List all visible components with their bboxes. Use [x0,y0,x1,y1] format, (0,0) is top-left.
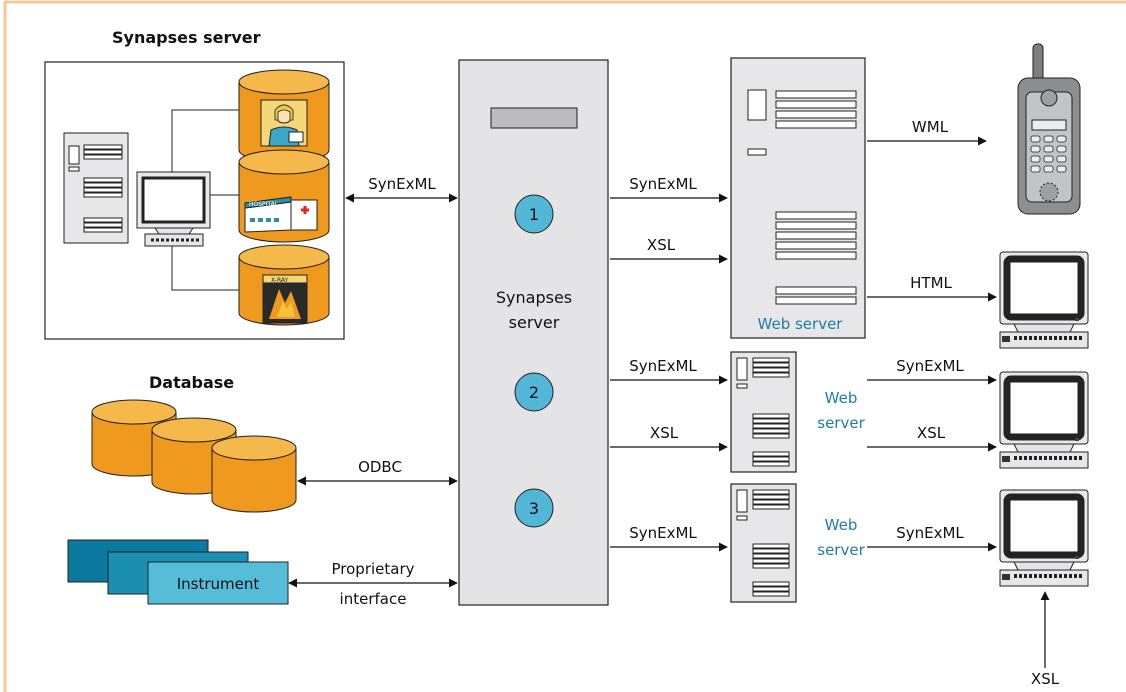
c2-xsl-label: XSL [650,424,679,442]
step-1-label: 1 [529,205,539,224]
html-label: HTML [910,274,952,292]
odbc-label: ODBC [358,458,402,476]
wml-label: WML [912,118,949,136]
group-connector-bottom [171,246,239,291]
web-server-3-label-line1: Web [825,516,858,534]
out3-xsl-label: XSL [1031,670,1060,688]
instrument-card-front [147,561,289,605]
web-server-1 [730,57,866,339]
c3-synexml-label: SynExML [629,524,697,542]
central-server-drive-slot [490,107,578,129]
web-server-2 [730,351,797,473]
xray-database-icon: X-RAY [238,244,330,326]
central-server-label-line1: Synapses [496,288,572,307]
database-cylinder-3 [211,435,297,513]
c1-xsl-label: XSL [647,236,676,254]
instrument-label: Instrument [177,575,260,593]
central-server-label-line2: server [509,313,560,332]
step-1-badge [514,194,554,234]
step-3-badge [514,488,554,528]
out2-synexml-label: SynExML [896,357,964,375]
staff-database-icon [238,69,330,163]
client-monitor-2 [1000,372,1088,468]
step-2-badge [514,372,554,412]
hospital-sign: HOSPITAL [249,201,279,208]
database-group-title: Database [149,373,234,392]
xray-sign: X-RAY [271,277,289,284]
client-monitor-3 [1000,490,1088,586]
group-connector-top [171,109,239,172]
hospital-database-icon: HOSPITAL [238,149,330,243]
group-pc-icon [136,171,211,247]
web-server-2-label-line1: Web [825,389,858,407]
client-monitor-1 [1000,252,1088,348]
mobile-phone-icon [1017,43,1081,215]
out3-synexml-label: SynExML [896,524,964,542]
c1-synexml-label: SynExML [629,175,697,193]
step-3-label: 3 [529,499,539,518]
group-tower-icon [63,132,129,244]
proprietary-label-line2: interface [340,590,407,608]
proprietary-label-line1: Proprietary [332,560,415,578]
web-server-3-label-line2: server [817,541,865,559]
synapses-server-group-title: Synapses server [112,28,261,47]
synexml-left-label: SynExML [368,175,436,193]
out2-xsl-label: XSL [917,424,946,442]
web-server-1-label: Web server [758,315,844,333]
c2-synexml-label: SynExML [629,357,697,375]
web-server-3 [730,483,797,603]
step-2-label: 2 [529,383,539,402]
web-server-2-label-line2: server [817,414,865,432]
